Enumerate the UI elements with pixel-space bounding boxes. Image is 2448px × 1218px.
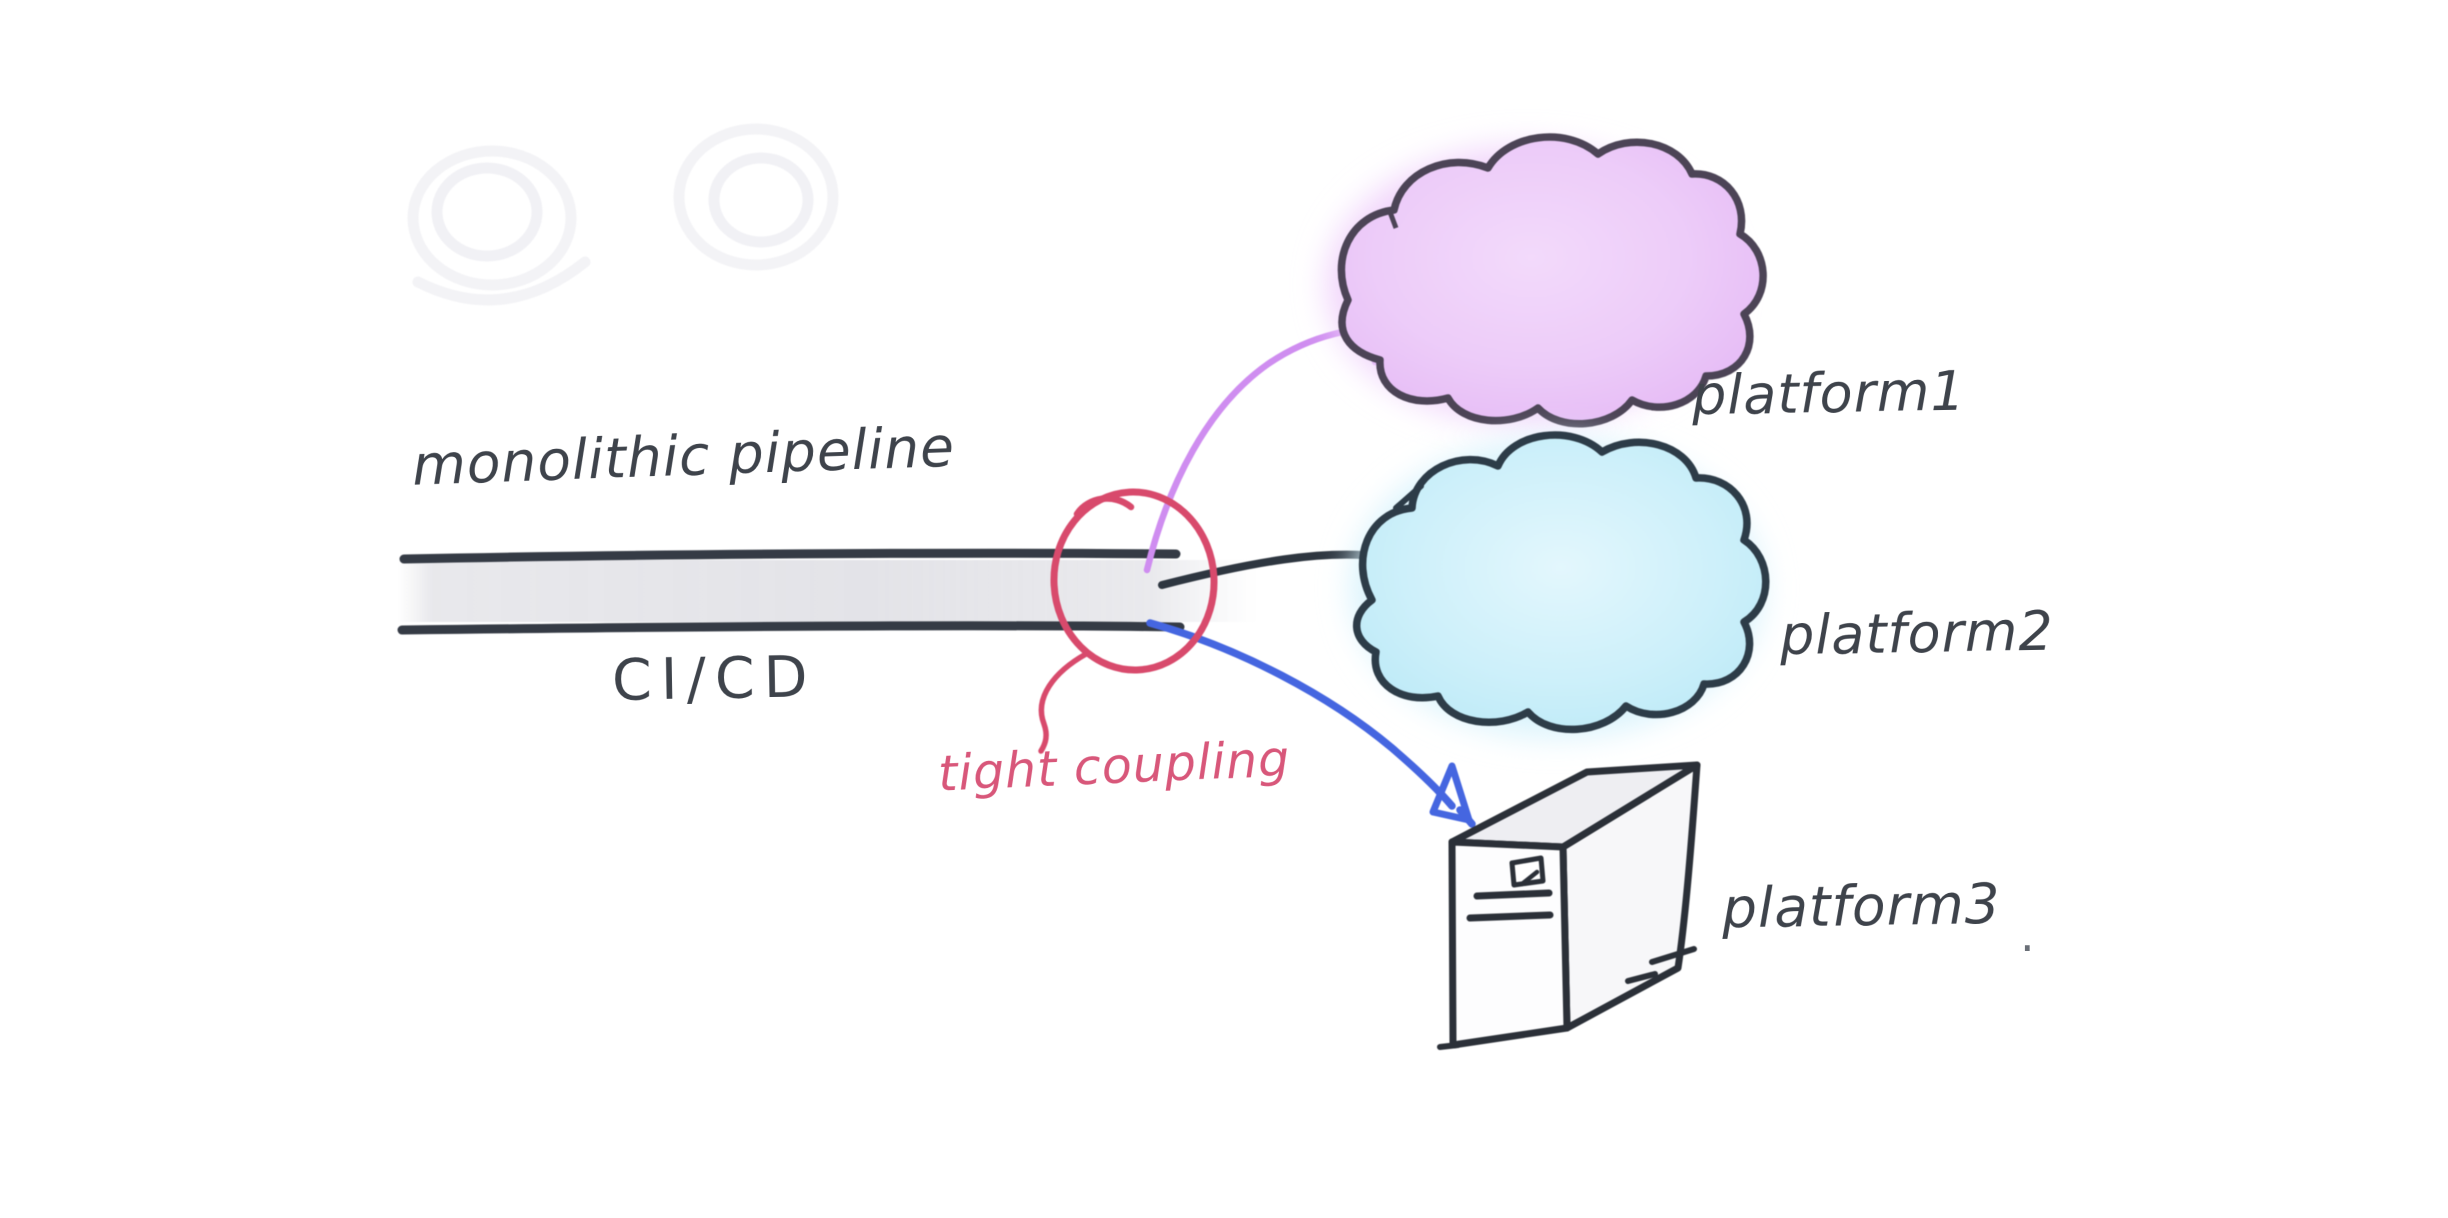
pipeline-shape [397, 548, 1256, 635]
faint-scribbles [407, 123, 839, 306]
platform1-label: platform1 [1691, 359, 1967, 428]
pipeline-bottom-rail [397, 621, 1185, 635]
cicd-label: CI/CD [611, 644, 818, 714]
platform3-server [1437, 761, 1701, 1050]
platform2-cloud [1352, 431, 1770, 736]
pipeline-body [398, 560, 1256, 622]
platform2-label: platform2 [1779, 599, 2055, 668]
server-drive-slot-1 [1473, 889, 1553, 900]
platform1-cloud [1327, 133, 1767, 428]
stray-pen-mark: . [2020, 908, 2036, 962]
server-power-button [1509, 855, 1546, 888]
server-side-face [1559, 761, 1701, 1032]
server-drive-slot-2 [1466, 911, 1554, 922]
arrowhead-blue [1429, 762, 1473, 824]
platform3-label: platform3 [1721, 871, 2002, 941]
server-front-face [1448, 838, 1571, 1049]
annotation-connector [1038, 651, 1089, 754]
arrow-to-platform3 [1146, 619, 1476, 828]
tight-coupling-circle [1038, 488, 1218, 754]
pipeline-top-rail [399, 548, 1181, 564]
